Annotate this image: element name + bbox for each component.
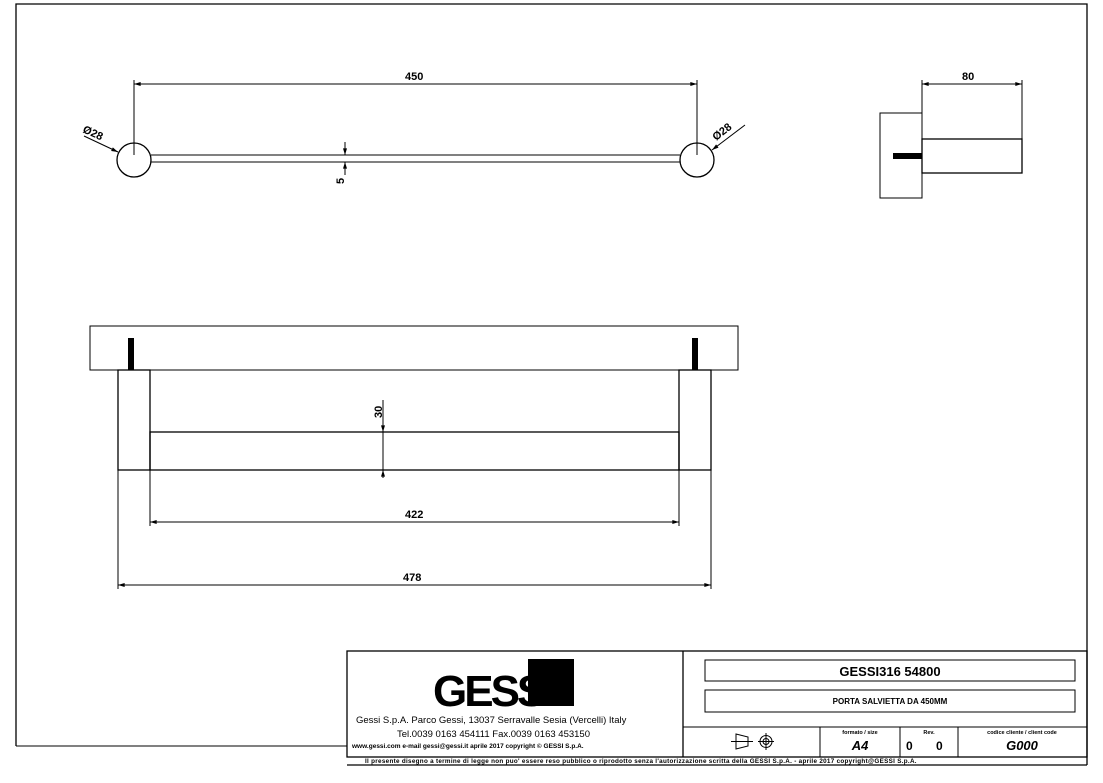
dim-80: 80 [962, 71, 974, 83]
size-label: formato / size [842, 730, 877, 736]
size-value: A4 [851, 738, 869, 753]
client-code-label: codice cliente / client code [987, 730, 1057, 736]
logo-square [528, 659, 574, 706]
company-phone: Tel.0039 0163 454111 Fax.0039 0163 45315… [397, 729, 590, 740]
rev-value-1: 0 [906, 739, 913, 753]
dim-30: 30 [373, 406, 385, 418]
company-web: www.gessi.com e-mail gessi@gessi.it apri… [351, 742, 584, 750]
projection-symbol-icon [731, 733, 774, 750]
screw-icon [893, 153, 922, 159]
side-view: 80 [879, 71, 1023, 199]
product-description: PORTA SALVIETTA DA 450MM [833, 697, 948, 706]
screw-right-icon [692, 338, 698, 370]
towel-bar [149, 431, 680, 471]
rev-label: Rev. [923, 730, 935, 736]
top-view: 450 Ø28 Ø28 5 [81, 71, 746, 184]
dim-478: 478 [403, 572, 421, 584]
left-post [117, 369, 151, 471]
dim-422: 422 [405, 509, 423, 521]
dim-5: 5 [335, 178, 347, 184]
right-post [678, 369, 712, 471]
front-view: 30 422 478 [89, 325, 739, 589]
company-address: Gessi S.p.A. Parco Gessi, 13037 Serraval… [356, 715, 627, 726]
client-code-value: G000 [1006, 738, 1039, 753]
dim-450: 450 [405, 71, 423, 83]
disclaimer: Il presente disegno a termine di legge n… [365, 758, 917, 765]
product-code: GESSI316 54800 [839, 664, 940, 679]
wall-front [89, 325, 739, 371]
rev-value-2: 0 [936, 739, 943, 753]
side-bar [921, 138, 1023, 174]
screw-left-icon [128, 338, 134, 370]
title-block: GESSI Gessi S.p.A. Parco Gessi, 13037 Se… [346, 650, 1088, 766]
sheet-frame [15, 3, 1088, 757]
dim-diameter-right: Ø28 [710, 121, 734, 143]
